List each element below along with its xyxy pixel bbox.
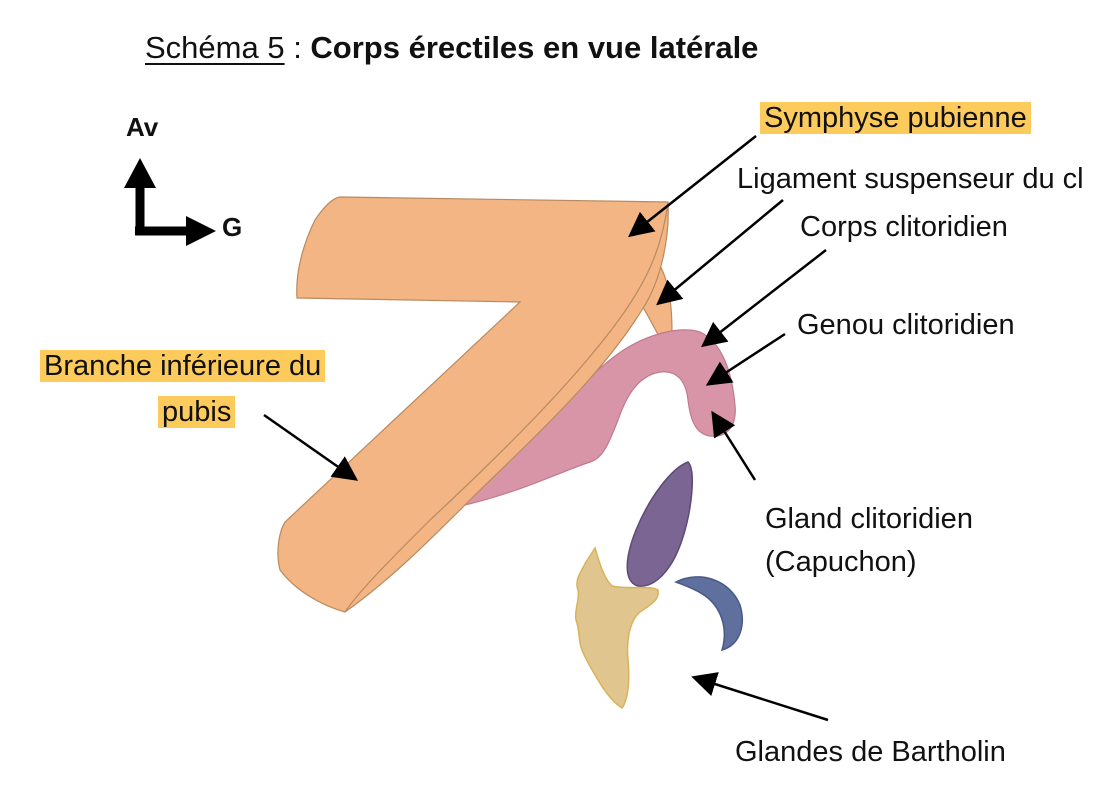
- title-separator: :: [284, 30, 311, 65]
- bartholin-gland-yellow-shape: [574, 546, 659, 709]
- orientation-right-label: G: [222, 212, 243, 242]
- arrow-branche: [263, 413, 359, 481]
- label-ligament-suspenseur: Ligament suspenseur du cl: [737, 163, 1084, 195]
- pubis-bone-shape: [277, 196, 669, 613]
- label-branche-line2: pubis: [158, 393, 236, 431]
- clitoris-body-shape: [464, 329, 736, 506]
- label-glandes-bartholin: Glandes de Bartholin: [735, 736, 1006, 768]
- arrow-ligament: [656, 199, 784, 306]
- arrow-gland: [711, 410, 757, 481]
- label-genou-clitoridien: Genou clitoridien: [797, 309, 1015, 341]
- arrow-symphyse: [628, 135, 757, 238]
- orientation-arrows-icon: [124, 158, 216, 246]
- bartholin-gland-blue-shape: [674, 576, 743, 652]
- label-branche-line1-text: Branche inférieure du: [40, 350, 326, 382]
- orientation-up-label: Av: [126, 112, 159, 142]
- label-corps-clitoridien: Corps clitoridien: [800, 211, 1008, 243]
- diagram-title: Schéma 5 : Corps érectiles en vue latéra…: [145, 30, 758, 66]
- label-symphyse-text: Symphyse pubienne: [760, 102, 1031, 134]
- label-symphyse-pubienne: Symphyse pubienne: [760, 99, 1031, 137]
- label-branche-line1: Branche inférieure du: [40, 347, 326, 385]
- title-main: Corps érectiles en vue latérale: [310, 30, 759, 65]
- title-prefix: Schéma 5: [145, 30, 285, 65]
- arrow-bartholin: [691, 672, 829, 722]
- arrow-genou: [705, 332, 786, 386]
- arrow-corps: [701, 249, 827, 348]
- label-branche-line2-text: pubis: [158, 396, 236, 428]
- label-gland-clitoridien: Gland clitoridien: [765, 503, 973, 535]
- label-capuchon: (Capuchon): [765, 546, 917, 578]
- vestibular-bulb-shape: [626, 461, 693, 587]
